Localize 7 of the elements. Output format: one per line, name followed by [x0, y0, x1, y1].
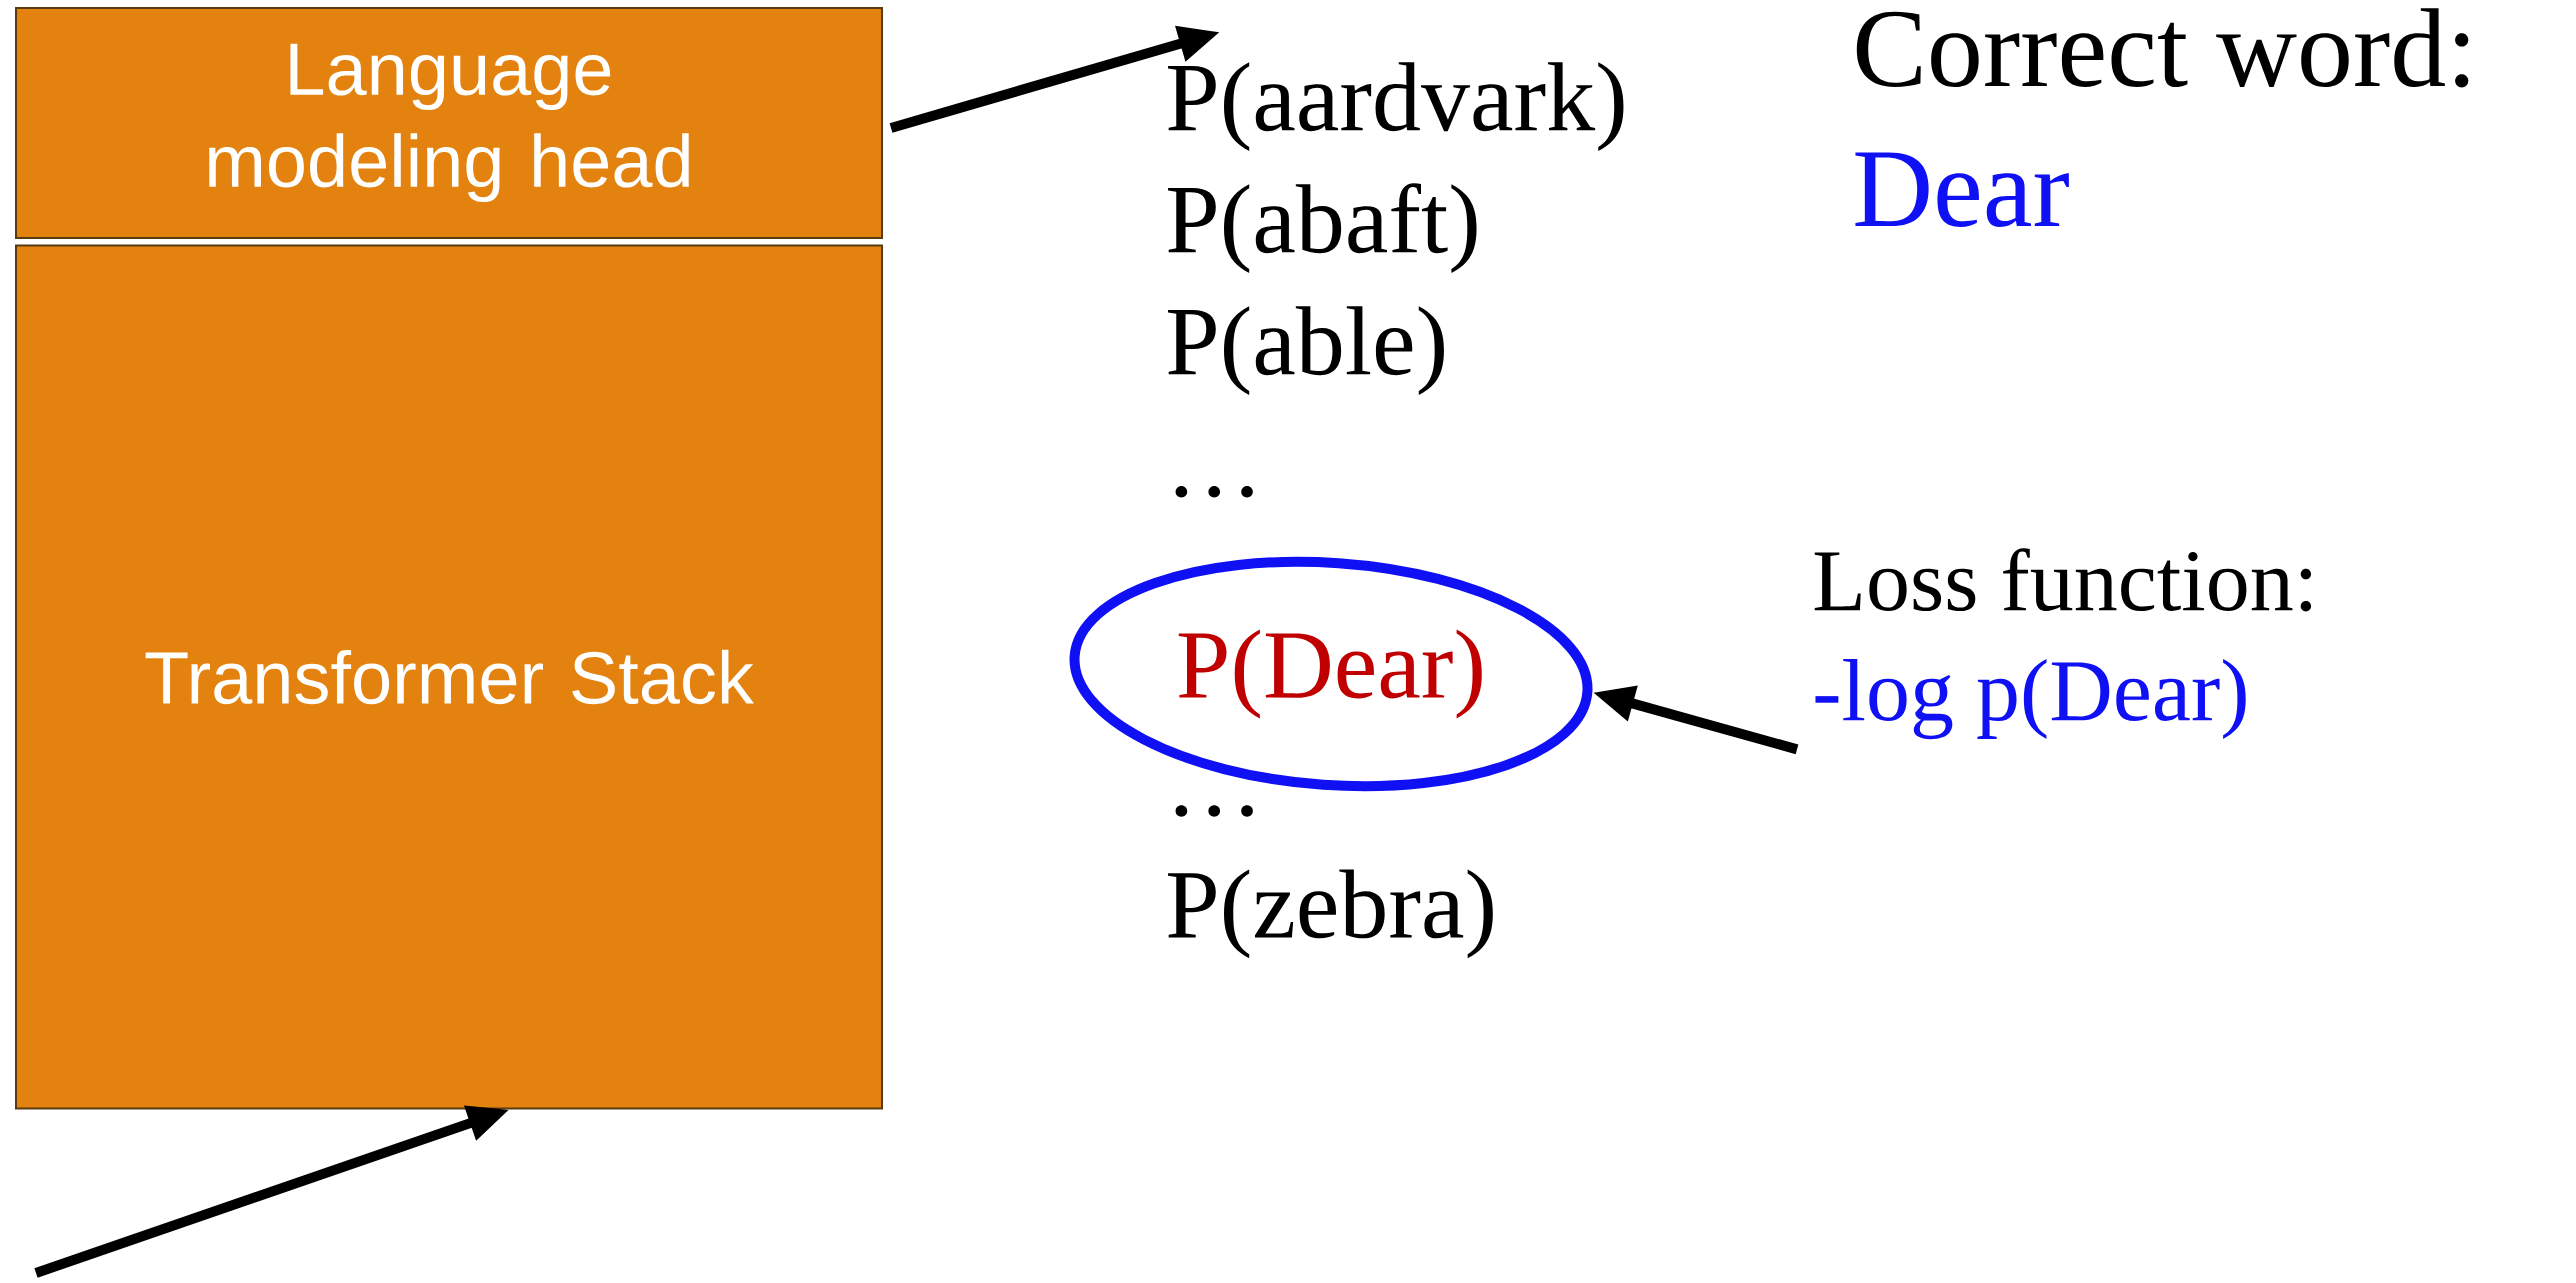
loss-note: Loss function: -log p(Dear)	[1814, 548, 2312, 740]
circled-probability: P(Dear)	[1069, 556, 1593, 792]
head-box: Language modeling head	[15, 7, 883, 239]
probability-list: … P(zebra)	[1168, 805, 1493, 959]
stack-box: Transformer Stack	[15, 244, 883, 1110]
correct-word-note: Correct word: Dear	[1855, 8, 2469, 227]
probability-list: P(aardvark) P(abaft) P(able) …	[1168, 62, 1624, 498]
